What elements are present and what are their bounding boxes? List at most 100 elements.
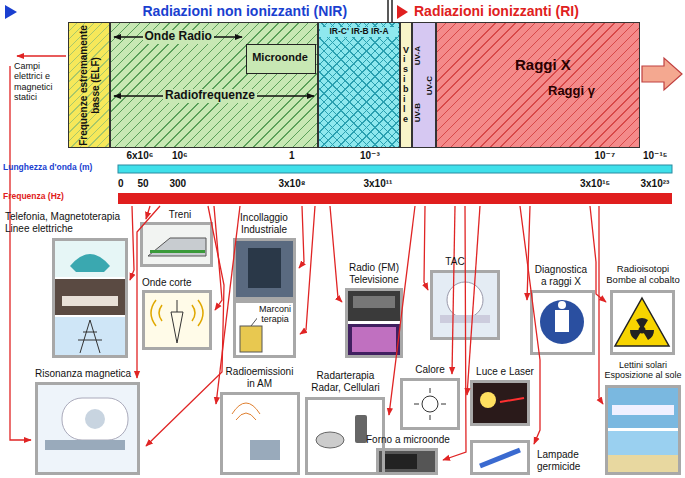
band-label: UV-B xyxy=(413,84,422,140)
pylon-picture xyxy=(55,317,125,355)
application-label: Lettini solari Esposizione al sole xyxy=(603,360,683,381)
spectrum-band: Visibile xyxy=(400,22,412,148)
frequency-bar xyxy=(118,193,672,204)
lamp-picture xyxy=(480,450,520,466)
am-picture xyxy=(232,403,260,420)
text-holder: Raggi X xyxy=(515,56,615,73)
tick-value: 300 xyxy=(168,178,189,190)
radio-tv-picture xyxy=(348,291,400,355)
press-picture xyxy=(248,248,281,288)
text-holder: 10⁻¹⁵ xyxy=(641,150,669,162)
tick-value: 3x10⁸ xyxy=(277,178,308,190)
xray-picture xyxy=(533,293,592,352)
mri-picture xyxy=(38,385,137,472)
text-holder: UV-B xyxy=(413,84,422,140)
text-holder: Radio (FM) Televisione xyxy=(343,262,405,285)
tick-value: 6x10⁶ xyxy=(125,150,156,162)
spectrum-band: Frequenze estremamente basse (ELF) xyxy=(68,22,110,148)
header-title: Radiazioni ionizzanti (RI) xyxy=(412,3,581,19)
application-label: Risonanza magnetica xyxy=(35,368,140,380)
band-label: Microonde xyxy=(246,51,314,64)
light-picture xyxy=(480,392,496,408)
text-holder: Radiofrequenze xyxy=(163,89,257,103)
pylon-picture xyxy=(55,317,125,355)
leader-lines xyxy=(527,206,530,300)
antenna-picture xyxy=(145,293,209,347)
band-label: Visibile xyxy=(403,46,412,125)
phone-picture xyxy=(55,241,125,277)
text-holder: Radioemissioni in AM xyxy=(222,366,297,389)
text-holder: TAC xyxy=(430,256,480,268)
bed-picture xyxy=(55,279,125,315)
am-picture xyxy=(250,440,280,460)
xray-picture xyxy=(558,301,566,309)
application-label: Luce e Laser xyxy=(475,366,535,378)
leader-lines xyxy=(299,206,304,268)
text-holder: 3x10²³ xyxy=(639,178,672,190)
application-label: Telefonia, Magnetoterapia Linee elettric… xyxy=(5,211,138,234)
text-holder: 10⁶ xyxy=(170,150,190,162)
press-picture xyxy=(236,241,293,297)
sunbed-picture xyxy=(608,388,678,428)
text-holder: Lunghezza d'onda (m) xyxy=(3,163,115,173)
wavelength-bar xyxy=(118,165,672,173)
text-holder: Calore xyxy=(405,364,455,376)
phone-picture xyxy=(70,254,110,272)
band-label: UV-C xyxy=(425,57,434,113)
spectrum-band: Onde RadioRadiofrequenze Microonde xyxy=(110,22,318,148)
lamp-picture xyxy=(473,443,527,472)
text-holder: Luce e Laser xyxy=(475,366,535,378)
xray-picture xyxy=(533,293,592,352)
header-arrow xyxy=(5,5,17,19)
train-picture xyxy=(150,250,205,253)
train-picture xyxy=(143,225,210,264)
application-label: Incollaggio Industriale xyxy=(230,212,298,235)
mri-picture xyxy=(38,385,137,472)
band-label: Onde Radio xyxy=(143,30,214,44)
application-label: Radio (FM) Televisione xyxy=(343,262,405,285)
leader-lines xyxy=(452,206,455,374)
radiation-picture xyxy=(630,318,654,340)
tick-value: 1 xyxy=(287,150,297,162)
application-box: Luce e Laser xyxy=(470,380,530,426)
tick-value: 3x10²³ xyxy=(639,178,672,190)
application-box: Risonanza magnetica xyxy=(35,382,140,475)
text-holder: Diagnostica a raggi X xyxy=(532,264,590,287)
band-box: Microonde xyxy=(246,44,316,74)
spectrum-band: Raggi XRaggi γ xyxy=(436,22,640,148)
text-holder: Radiazioni non ionizzanti (NIR) xyxy=(141,3,350,19)
note-label: Campi elettrici e magnetici statici xyxy=(14,61,67,102)
mri-picture xyxy=(45,440,125,450)
radiation-picture xyxy=(615,298,669,346)
radio-tv-picture xyxy=(348,291,400,321)
radar-picture xyxy=(355,415,367,443)
am-picture xyxy=(223,395,297,472)
train-picture xyxy=(148,238,206,256)
text-holder: Campi elettrici e magnetici statici xyxy=(14,61,67,102)
tick-value: 10⁶ xyxy=(170,150,190,162)
text-holder: Risonanza magnetica xyxy=(35,368,140,380)
am-picture xyxy=(223,395,297,472)
therapy-picture xyxy=(236,303,293,355)
application-box: Calore xyxy=(400,378,460,430)
text-holder: 50 xyxy=(136,178,151,190)
text-holder: 3x10⁸ xyxy=(277,178,308,190)
application-box: Onde corte xyxy=(142,290,212,350)
text-holder: Frequenza (Hz) xyxy=(3,192,113,202)
mri-picture xyxy=(85,409,105,429)
xray-picture xyxy=(555,310,569,332)
text-holder: UV-A xyxy=(413,27,422,83)
band-label: Radiofrequenze xyxy=(163,89,257,103)
application-label: Radarterapia Radar, Cellulari xyxy=(303,370,388,393)
text-holder: 10⁻³ xyxy=(358,150,382,162)
bed-picture xyxy=(55,279,125,315)
tick-value: 3x10¹¹ xyxy=(362,178,395,190)
heat-picture xyxy=(414,388,446,420)
leader-lines xyxy=(300,206,315,334)
text-holder: Telefonia, Magnetoterapia Linee elettric… xyxy=(5,211,138,234)
sunbed-picture xyxy=(608,431,678,472)
continue-arrow xyxy=(642,58,682,90)
text-holder: Frequenze estremamente basse (ELF) xyxy=(78,24,101,146)
